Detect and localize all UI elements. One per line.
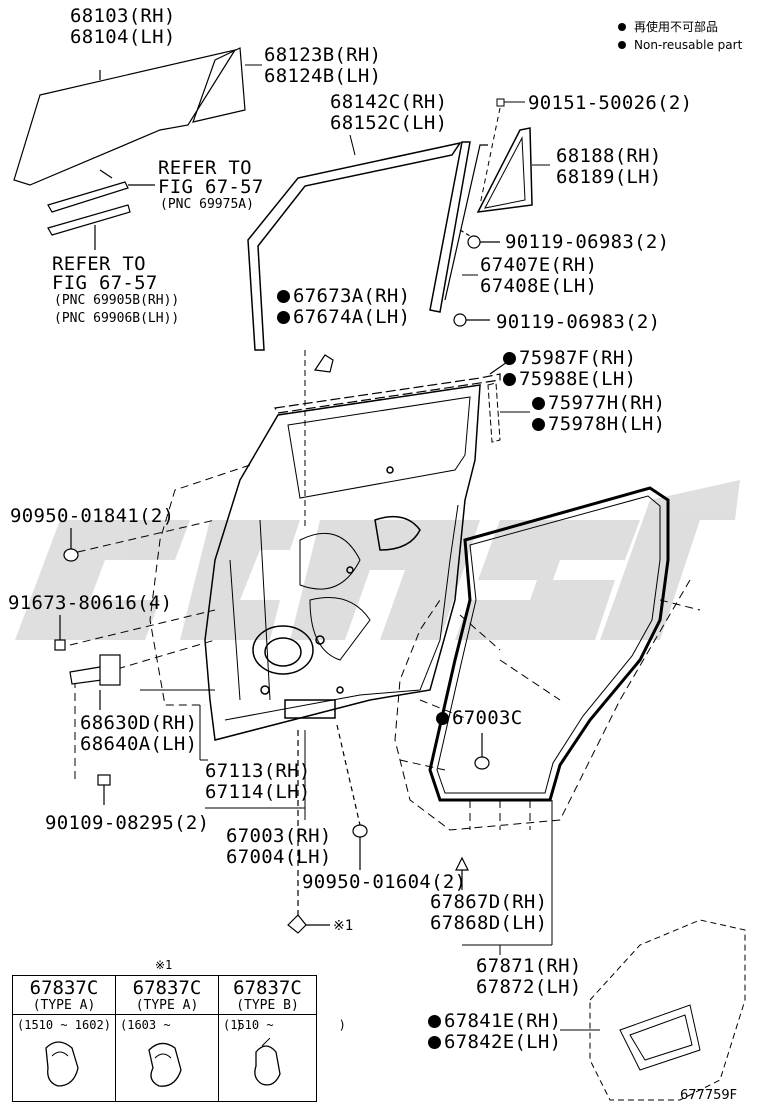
label-67868d: 67868D(LH): [430, 912, 548, 934]
label-68640a: 68640A(LH): [80, 733, 198, 755]
clip-67003c: [474, 733, 490, 770]
label-68142c: 68142C(RH): [330, 91, 448, 113]
label-67842e: 67842E(LH): [428, 1032, 561, 1053]
leader-lines: [140, 689, 600, 1031]
label-90950-01604: 90950-01604(2): [302, 871, 467, 893]
label-68123b: 68123B(RH): [264, 44, 382, 66]
table-range: (1510 ~ 1602): [13, 1014, 115, 1033]
label-67004: 67004(LH): [226, 846, 332, 868]
label-68152c: 68152C(LH): [330, 112, 448, 134]
quarter-window-frame: [476, 127, 533, 213]
label-67867d: 67867D(RH): [430, 891, 548, 913]
clip-type-b-icon: [254, 1038, 281, 1086]
refer-1-line-2: FIG 67-57: [158, 176, 264, 198]
label-75977h: 75977H(RH): [532, 393, 665, 414]
label-67674a: 67674A(LH): [277, 307, 410, 328]
clip-67673: [313, 354, 334, 373]
clip-67867: [455, 856, 469, 890]
label-90950-01841: 90950-01841(2): [10, 505, 175, 527]
label-91673: 91673-80616(4): [8, 592, 173, 614]
screw-90151: [479, 98, 525, 206]
table-col-2: 67837C (TYPE A) (1603 ~ ): [116, 976, 243, 1101]
bolt-91673: [54, 615, 66, 651]
refer-1-pnc: (PNC 69975A): [160, 197, 254, 212]
table-col-1: 67837C (TYPE A) (1510 ~ 1602): [13, 976, 116, 1101]
label-67841e: 67841E(RH): [428, 1011, 561, 1032]
figure-code: 677759F: [680, 1088, 738, 1103]
watermark: [15, 480, 740, 640]
refer-1-line-1: REFER TO: [158, 157, 252, 179]
label-68630d: 68630D(RH): [80, 712, 198, 734]
frame-garnish: [487, 382, 501, 443]
label-75987f: 75987F(RH): [503, 348, 636, 369]
note-mark: ※1: [333, 918, 354, 934]
label-67003c: 67003C: [436, 708, 522, 729]
table-part: 67837C: [233, 977, 302, 999]
legend-jp: 再使用不可部品: [618, 19, 718, 35]
table-range: (1510 ~ ): [219, 1014, 346, 1033]
legend-en: Non-reusable part: [618, 37, 742, 53]
label-67871: 67871(RH): [476, 955, 582, 977]
clip-type-a-icon: [148, 1042, 182, 1087]
table-part: 67837C: [132, 977, 202, 999]
quarter-glass: [192, 47, 246, 123]
label-75988e: 75988E(LH): [503, 369, 636, 390]
table-range: (1603 ~ ): [116, 1014, 243, 1033]
label-90119-lower: 90119-06983(2): [496, 311, 661, 333]
glass-run-channel: [247, 141, 462, 351]
grommet-90950-lower: [336, 724, 368, 870]
note-mark-top: ※1: [155, 958, 173, 972]
door-location-inset: [589, 919, 746, 1101]
label-68124b: 68124B(LH): [264, 65, 382, 87]
label-90151: 90151-50026(2): [528, 92, 693, 114]
label-68188: 68188(RH): [556, 145, 662, 167]
bolt-90109: [97, 774, 111, 805]
table-type: (TYPE A): [32, 998, 96, 1013]
grommet-90950-upper: [63, 528, 79, 562]
label-67003: 67003(RH): [226, 825, 332, 847]
clip-note-1: [287, 730, 330, 934]
label-67408e: 67408E(LH): [480, 275, 598, 297]
bolt-90119: [453, 229, 500, 327]
label-67113: 67113(RH): [205, 760, 311, 782]
label-68189: 68189(LH): [556, 166, 662, 188]
label-68104: 68104(LH): [70, 26, 176, 48]
clip-variants-table: 67837C (TYPE A) (1510 ~ 1602) 67837C (TY…: [12, 975, 346, 1102]
door-weatherstrip: [428, 486, 670, 802]
label-67407e: 67407E(RH): [480, 254, 598, 276]
label-67114: 67114(LH): [205, 781, 311, 803]
table-col-3: 67837C (TYPE B) (1510 ~ ): [219, 976, 346, 1101]
refer-2-pnc-rh: (PNC 69905B(RH)): [54, 293, 180, 308]
door-hinge: [69, 654, 121, 710]
refer-2-line-2: FIG 67-57: [52, 272, 158, 294]
division-bar: [429, 141, 471, 313]
rear-door-panel: [204, 384, 481, 741]
refer-2-pnc-lh: (PNC 69906B(LH)): [54, 311, 180, 326]
clip-type-a-icon: [45, 1041, 79, 1087]
body-outline: [64, 464, 251, 780]
door-opening-outline: [394, 579, 701, 831]
label-75978h: 75978H(LH): [532, 414, 665, 435]
table-part: 67837C: [29, 977, 99, 999]
label-68103: 68103(RH): [70, 5, 176, 27]
label-90119-upper: 90119-06983(2): [505, 231, 670, 253]
label-67673a: 67673A(RH): [277, 286, 410, 307]
label-67872: 67872(LH): [476, 976, 582, 998]
belt-moulding: [47, 181, 155, 250]
table-type: (TYPE B): [236, 998, 299, 1013]
refer-2-line-1: REFER TO: [52, 253, 146, 275]
label-90109: 90109-08295(2): [45, 812, 210, 834]
table-type: (TYPE A): [135, 998, 199, 1013]
